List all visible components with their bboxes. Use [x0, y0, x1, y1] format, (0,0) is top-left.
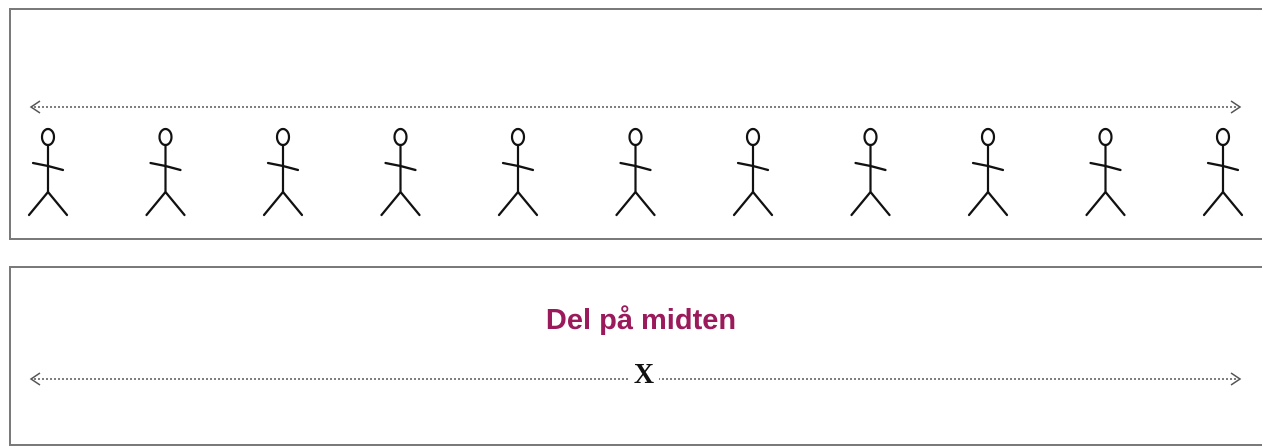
top-measure-line — [29, 100, 1242, 114]
person-icon — [967, 127, 1009, 217]
people-row-panel — [9, 8, 1262, 240]
person-icon — [497, 127, 539, 217]
arrow-right-icon — [1230, 372, 1242, 386]
person-icon — [27, 127, 69, 217]
person-icon — [1202, 127, 1244, 217]
people-row — [27, 127, 1244, 217]
person-icon — [380, 127, 421, 217]
person-icon — [145, 127, 186, 217]
divide-panel — [9, 266, 1262, 446]
midpoint-label: X — [629, 357, 659, 393]
arrow-right-icon — [1230, 100, 1242, 114]
arrow-left-icon — [29, 372, 41, 386]
person-icon — [732, 127, 774, 217]
person-icon — [615, 127, 656, 217]
person-icon — [1085, 127, 1126, 217]
person-icon — [850, 127, 891, 217]
arrow-left-icon — [29, 100, 41, 114]
person-icon — [262, 127, 304, 217]
page-title: Del på midten — [545, 304, 737, 336]
